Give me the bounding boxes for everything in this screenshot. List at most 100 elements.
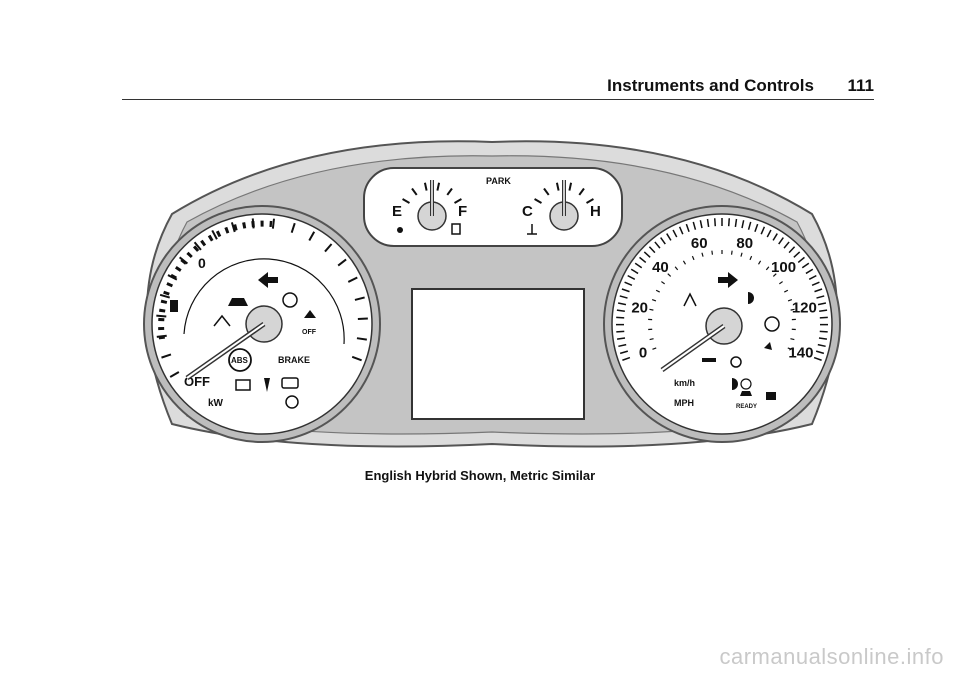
gauge-tick [814,288,823,293]
auto-high-beam-a-icon [740,378,752,390]
speed-tick-label: 20 [631,299,648,316]
lane-keep-assist-icon [683,292,697,307]
gauge-tick [337,258,347,267]
gauge-tick [634,262,643,269]
gauge-tick [815,350,825,355]
driver-information-display [411,288,585,420]
security-lock-icon [766,392,776,400]
gauge-tick [797,256,805,264]
gauge-tick [817,302,827,306]
gauge-tick [555,182,560,191]
gauge-tick [156,314,167,318]
gauge-tick [706,218,710,228]
gauge-tick [654,241,661,249]
speed-tick-label: 120 [792,299,817,316]
gauge-tick [754,223,759,232]
gauge-tick [778,281,783,285]
gauge-tick [454,198,462,204]
gauge-tick [727,218,731,227]
gauge-tick [622,356,631,361]
speedometer-scale [615,218,829,361]
gauge-tick [617,302,627,306]
watermark: carmanualsonline.info [719,644,944,669]
gauge-tick [436,182,441,191]
gauge-tick [667,273,672,277]
gauge-tick [817,343,826,348]
gauge-tick [423,182,428,191]
gauge-tick [711,250,714,255]
gauge-tick [351,355,362,362]
page-header: Instruments and Controls 111 [122,70,874,100]
gauge-tick [619,295,628,299]
speed-unit-mph: MPH [674,398,694,408]
gauge-tick [357,317,368,320]
temperature-hot-label: H [590,203,601,220]
figure-caption: English Hybrid Shown, Metric Similar [364,468,596,483]
gauge-tick [766,229,772,238]
seatbelt-icon [264,378,270,392]
fuel-full-label: F [458,203,467,220]
gauge-tick [534,198,542,204]
gauge-tick [801,262,810,269]
park-label: PARK [486,176,511,186]
power-zero-label: 0 [198,255,206,271]
gauge-tick [324,243,333,253]
page-number: 111 [847,76,875,95]
gauge-tick [701,252,704,257]
gauge-tick [811,281,820,287]
fog-lamp-icon [730,356,742,368]
left-arrow-turn-icon [258,272,278,288]
gauge-tick [230,222,236,233]
cruise-control-icon [282,292,298,308]
gauge-tick [713,218,717,227]
gauge-tick [649,338,654,341]
gauge-tick [446,187,453,196]
gauge-tick [649,308,654,311]
temperature-gauge-scale [534,182,594,204]
gauge-tick [616,309,625,312]
gauge-tick [543,187,550,196]
abs-warning-icon [228,348,252,372]
gauge-tick [308,231,316,241]
fuel-temperature-panel: E F PARK C H [363,167,623,247]
gauge-tick [619,350,629,355]
gauge-tick [805,268,814,275]
gauge-tick [169,371,180,378]
header-rule [122,99,874,100]
gauge-tick [661,281,666,285]
gauge-tick [643,251,651,258]
gauge-tick [347,276,358,283]
gauge-tick [808,274,817,280]
power-unit-label: kW [208,398,224,409]
gauge-tick [819,330,828,333]
gauge-tick [666,233,672,241]
abs-label: ABS [231,356,249,365]
auto-high-beam-icon [732,378,738,390]
electric-parking-brake-icon [285,395,299,409]
coolant-temperature-icon [527,224,537,235]
oil-pressure-icon [702,358,716,362]
gauge-tick [411,187,418,196]
gauge-tick [699,220,703,229]
gauge-tick [765,266,770,271]
hybrid-status-icon [170,300,178,312]
speed-tick-label: 100 [771,259,796,276]
gauge-tick [660,237,666,245]
gauge-tick [685,223,690,232]
gauge-tick [193,241,202,251]
gauge-tick [757,260,762,265]
speed-tick-label: 140 [788,345,813,362]
gauge-tick [784,289,789,293]
gauge-tick [402,198,410,204]
gauge-tick [747,221,752,230]
gauge-tick [655,289,660,293]
gauge-tick [790,308,795,311]
traction-off-label: OFF [302,329,317,336]
gauge-tick [787,347,792,350]
low-fuel-dot-icon [397,227,403,233]
lane-departure-icon [213,314,231,327]
gauge-tick [159,293,170,299]
gauge-tick [682,260,687,265]
